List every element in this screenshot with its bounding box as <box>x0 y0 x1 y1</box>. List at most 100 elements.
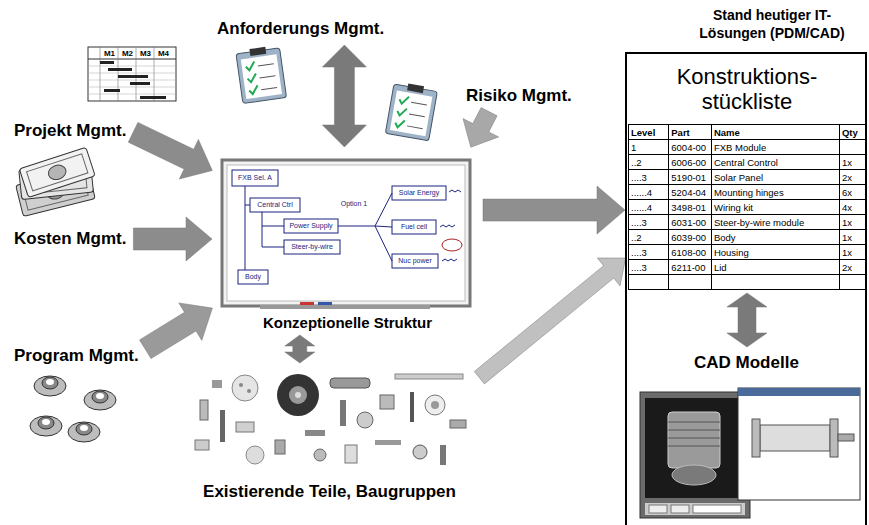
existing-parts-picture-part <box>440 445 446 465</box>
whiteboard-part-part <box>262 226 284 227</box>
fitting-parts-icon-part-part <box>92 391 108 403</box>
existing-parts-picture-part <box>232 375 258 401</box>
clipboard-icon-part <box>397 107 407 116</box>
whiteboard-part-part <box>245 186 246 270</box>
table-cell-text: ....3 <box>631 171 666 184</box>
existing-parts-picture-part <box>295 392 301 398</box>
fitting-parts-icon-part-part <box>46 379 54 385</box>
gantt-header-holder: M1 <box>101 48 118 59</box>
flow-arrow <box>128 122 212 179</box>
clipboard-icon-part <box>245 62 255 71</box>
gantt-icon-part <box>118 47 119 101</box>
existing-parts-picture-part <box>220 410 225 442</box>
table-cell-text: Mounting hinges <box>714 186 837 199</box>
sketch-label-holder: Steer-by-wire <box>284 240 340 254</box>
table-cell-text: 6004-00 <box>671 141 709 154</box>
table-cell: 1x <box>839 245 865 260</box>
table-cell-text: 2x <box>842 171 863 184</box>
table-cell-text: Steer-by-wire module <box>714 216 837 229</box>
node-text: Existierende Teile, Baugruppen <box>182 482 477 502</box>
existing-parts-picture-part <box>236 422 254 432</box>
clipboard-icon-part <box>249 85 259 94</box>
table-cell-text: Lid <box>714 261 837 274</box>
table-cell <box>839 275 865 290</box>
whiteboard-part-part <box>238 270 268 284</box>
table-cell-text: FXB Module <box>714 141 837 154</box>
sketch-label: Option 1 <box>336 198 372 210</box>
fitting-parts-icon-part-part <box>68 422 100 442</box>
whiteboard-part-part <box>375 226 392 261</box>
whiteboard-part-part <box>449 190 461 192</box>
gantt-icon-part <box>118 75 148 78</box>
existing-parts-picture <box>195 374 466 465</box>
gantt-icon-part <box>154 47 155 101</box>
whiteboard-part-part <box>442 239 462 251</box>
clipboard-icon-part <box>399 95 409 104</box>
milestone-label: M1 <box>101 48 118 59</box>
clipboard-icon-part <box>407 126 423 129</box>
table-cell: FXB Module <box>711 140 839 155</box>
existing-parts-picture-part <box>247 389 251 393</box>
bom-row: ..26006-00Central Control1x <box>629 155 866 170</box>
table-cell: 6039-00 <box>669 230 712 245</box>
bom-box: Konstruktions- stücklisteLevelPartNameQt… <box>628 64 866 290</box>
node-text: Anforderungs Mgmt. <box>217 19 384 39</box>
cad-model-screens-part <box>645 503 745 515</box>
clipboard-icon-part <box>258 64 274 66</box>
table-cell: 4x <box>839 200 865 215</box>
table-cell: Solar Panel <box>711 170 839 185</box>
node-text: Program Mgmt. <box>14 346 139 366</box>
sketch-label: Fuel cell <box>392 220 436 234</box>
parts-box: Existierende Teile, Baugruppen <box>182 366 477 502</box>
table-cell <box>669 275 712 290</box>
whiteboard-part <box>222 160 470 306</box>
fitting-parts-icon-part <box>30 416 62 436</box>
gantt-icon-part <box>100 47 101 101</box>
whiteboard-part-part <box>375 226 392 227</box>
table-cell-text: Part <box>671 126 709 139</box>
node-text: Kosten Mgmt. <box>14 229 126 249</box>
table-cell-text: ......4 <box>631 201 666 214</box>
table-cell: Qty <box>839 125 865 140</box>
sketch-label-holder: Central Ctrl <box>250 198 300 212</box>
cad-model-screens-part <box>738 388 860 500</box>
table-cell: ....3 <box>629 215 669 230</box>
flow-arrow <box>483 186 625 234</box>
fitting-parts-icon-part-part <box>38 417 54 429</box>
existing-parts-picture-part <box>330 378 370 388</box>
bom-row: ..26039-00Body1x <box>629 230 866 245</box>
existing-parts-picture-part <box>246 446 264 464</box>
existing-parts-picture-part <box>413 445 427 459</box>
existing-parts-picture-part <box>380 395 394 409</box>
existing-parts-picture-part <box>277 374 319 416</box>
fitting-parts-icon-part-part <box>30 416 62 436</box>
table-cell <box>711 275 839 290</box>
source-label: Projekt Mgmt. <box>10 118 130 144</box>
whiteboard-part-part <box>250 198 300 212</box>
cad-model-screens-part <box>649 505 667 513</box>
existing-parts-picture-part <box>289 386 307 404</box>
source-label: Anforderungs Mgmt. <box>213 16 388 42</box>
whiteboard-part-part <box>375 193 392 226</box>
caption-holder: Konzeptionelle Struktur <box>215 314 480 332</box>
gantt-icon-part <box>136 47 137 101</box>
existing-parts-picture-part <box>305 430 325 436</box>
clipboard-icon-part <box>395 119 405 128</box>
fitting-parts-icon-part-part <box>96 393 104 399</box>
money-icon-part-part <box>46 163 67 182</box>
table-cell: 5190-01 <box>669 170 712 185</box>
node-text: Risiko Mgmt. <box>466 86 572 106</box>
bom-title-holder: Konstruktions- stückliste <box>657 64 837 114</box>
existing-parts-picture-part <box>425 395 445 415</box>
flow-arrow <box>133 217 212 261</box>
table-cell: Wiring kit <box>711 200 839 215</box>
fitting-parts-icon-part-part <box>42 377 58 389</box>
cad-model-screens-part <box>671 505 689 513</box>
flow-arrow <box>727 293 767 347</box>
fitting-parts-icon-part <box>84 390 116 410</box>
bom-row: LevelPartNameQty <box>629 125 866 140</box>
cad-model-screens-part <box>668 446 720 447</box>
table-cell: 6x <box>839 185 865 200</box>
table-cell: Central Control <box>711 155 839 170</box>
existing-parts-picture-part <box>431 401 439 409</box>
